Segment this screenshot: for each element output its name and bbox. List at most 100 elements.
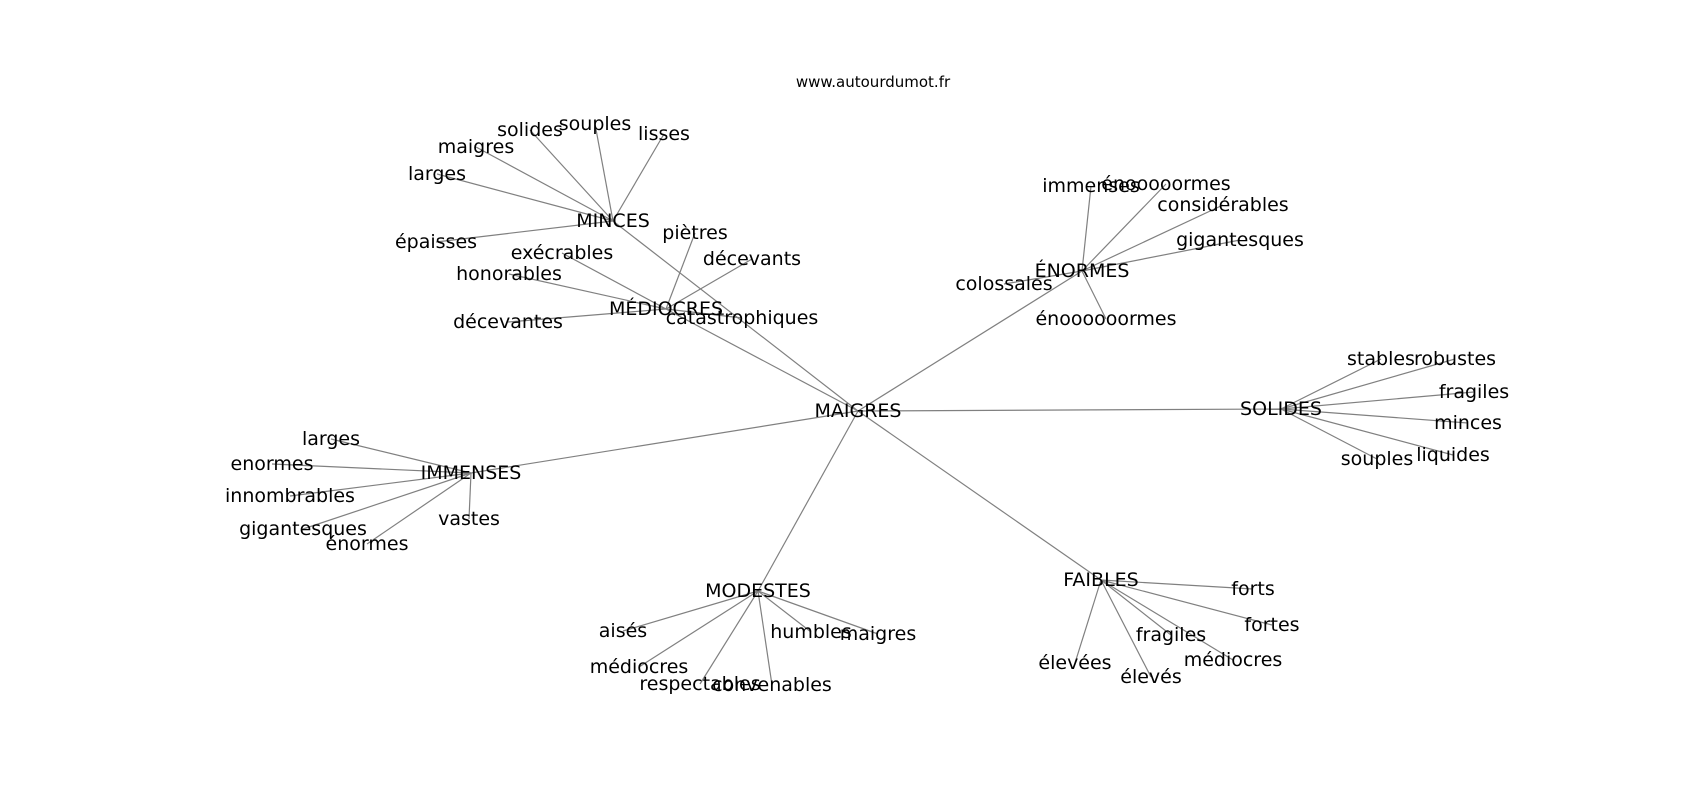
edge-center-to-hub: [665, 308, 859, 412]
edge-hub-to-leaf: [665, 308, 743, 319]
edge-hub-to-leaf: [1081, 185, 1092, 272]
edge-hub-to-leaf: [1081, 183, 1167, 272]
leaf-node-label[interactable]: considérables: [1157, 194, 1288, 216]
leaf-node-label[interactable]: piètres: [662, 222, 727, 244]
edge-center-to-hub: [757, 410, 859, 592]
edge-hub-to-leaf: [1081, 270, 1107, 320]
hub-node-label[interactable]: MODESTES: [705, 580, 811, 602]
leaf-node-label[interactable]: gigantesques: [239, 518, 367, 540]
leaf-node-label[interactable]: médiocres: [1184, 649, 1283, 671]
edge-center-to-hub: [857, 270, 1083, 412]
edge-hub-to-leaf: [561, 252, 667, 310]
edge-hub-to-leaf: [665, 232, 696, 310]
edge-hub-to-leaf: [302, 472, 472, 530]
edge-hub-to-leaf: [508, 273, 667, 310]
edge-hub-to-leaf: [1074, 579, 1102, 664]
edge-hub-to-leaf: [475, 146, 614, 222]
edge-hub-to-leaf: [665, 258, 753, 310]
leaf-node-label[interactable]: souples: [559, 113, 632, 135]
edge-hub-to-leaf: [366, 472, 472, 545]
hub-node-label[interactable]: ÉNORMES: [1035, 259, 1130, 282]
edge-hub-to-leaf: [436, 173, 614, 222]
edge-hub-to-leaf: [622, 590, 759, 632]
leaf-node-label[interactable]: énoooooormes: [1035, 308, 1176, 330]
leaf-node-label[interactable]: honorables: [456, 263, 562, 285]
leaf-node-label[interactable]: énooooormes: [1101, 173, 1230, 195]
edge-hub-to-leaf: [1280, 358, 1382, 410]
leaf-node-label[interactable]: vastes: [438, 508, 500, 530]
edge-hub-to-leaf: [1100, 579, 1254, 590]
leaf-node-label[interactable]: souples: [1341, 448, 1414, 470]
hub-node-label[interactable]: SOLIDES: [1240, 398, 1322, 420]
leaf-node-label[interactable]: lisses: [638, 123, 690, 145]
hub-node-label[interactable]: MÉDIOCRES: [609, 297, 723, 320]
leaf-node-label[interactable]: robustes: [1414, 348, 1496, 370]
edge-hub-to-leaf: [612, 133, 665, 222]
leaf-node-label[interactable]: gigantesques: [1176, 229, 1304, 251]
edge-hub-to-leaf: [529, 129, 614, 222]
edge-hub-to-leaf: [1100, 579, 1273, 626]
edge-hub-to-leaf: [289, 472, 472, 497]
edge-hub-to-leaf: [699, 590, 759, 685]
leaf-node-label[interactable]: larges: [302, 428, 360, 450]
hub-node-label[interactable]: IMMENSES: [421, 462, 522, 484]
edge-hub-to-leaf: [757, 590, 773, 686]
leaf-node-label[interactable]: décevants: [703, 248, 801, 270]
leaf-node-label[interactable]: décevantes: [453, 311, 563, 333]
leaf-node-label[interactable]: catastrophiques: [666, 307, 819, 329]
edge-center-to-hub: [857, 408, 1282, 412]
leaf-node-label[interactable]: fragiles: [1136, 624, 1206, 646]
leaf-node-label[interactable]: énormes: [326, 533, 409, 555]
leaf-node-label[interactable]: élevés: [1120, 666, 1182, 688]
leaf-node-label[interactable]: respectables: [639, 673, 760, 695]
edge-hub-to-leaf: [638, 590, 759, 668]
hub-node-label[interactable]: FAIBLES: [1063, 569, 1138, 591]
edge-hub-to-leaf: [1280, 408, 1469, 424]
leaf-node-label[interactable]: forts: [1231, 578, 1274, 600]
leaf-node-label[interactable]: immenses: [1042, 175, 1140, 197]
edge-hub-to-leaf: [757, 590, 812, 633]
edge-hub-to-leaf: [1081, 204, 1224, 272]
leaf-node-label[interactable]: stables: [1347, 348, 1415, 370]
leaf-node-label[interactable]: colossales: [955, 273, 1052, 295]
leaf-node-label[interactable]: enormes: [231, 453, 314, 475]
leaf-node-label[interactable]: minces: [1434, 412, 1502, 434]
leaf-node-label[interactable]: médiocres: [590, 656, 689, 678]
edge-hub-to-leaf: [594, 123, 614, 222]
edge-hub-to-leaf: [1003, 270, 1083, 285]
leaf-node-label[interactable]: solides: [497, 119, 563, 141]
edge-hub-to-leaf: [271, 463, 472, 474]
edge-center-to-hub: [612, 220, 859, 412]
edge-hub-to-leaf: [1081, 239, 1241, 272]
edge-hub-to-leaf: [1280, 358, 1456, 410]
leaf-node-label[interactable]: humbles: [770, 621, 852, 643]
edge-hub-to-leaf: [1100, 579, 1172, 636]
leaf-node-label[interactable]: fortes: [1244, 614, 1299, 636]
hub-node-label[interactable]: MINCES: [576, 210, 650, 232]
leaf-node-label[interactable]: aisés: [599, 620, 647, 642]
edge-layer: [271, 123, 1475, 686]
leaf-node-label[interactable]: larges: [408, 163, 466, 185]
site-watermark: www.autourdumot.fr: [796, 73, 951, 91]
edge-hub-to-leaf: [1280, 408, 1454, 456]
leaf-node-label[interactable]: liquides: [1416, 444, 1490, 466]
edge-hub-to-leaf: [1280, 408, 1378, 460]
edge-hub-to-leaf: [757, 590, 879, 635]
leaf-node-label[interactable]: élevées: [1038, 652, 1111, 674]
leaf-node-label[interactable]: innombrables: [225, 485, 355, 507]
edge-center-to-hub: [857, 410, 1102, 581]
edge-hub-to-leaf: [330, 438, 472, 474]
leaf-node-label[interactable]: exécrables: [511, 242, 614, 264]
center-node-label[interactable]: MAIGRES: [815, 400, 902, 422]
leaf-node-label[interactable]: fragiles: [1439, 381, 1509, 403]
leaf-node-label[interactable]: maigres: [840, 623, 916, 645]
leaf-node-label[interactable]: épaisses: [395, 231, 477, 253]
edge-hub-to-leaf: [1100, 579, 1152, 678]
leaf-node-label[interactable]: maigres: [438, 136, 514, 158]
edge-center-to-hub: [470, 410, 859, 474]
edge-hub-to-leaf: [1280, 391, 1475, 410]
leaf-node-label[interactable]: convenables: [712, 674, 832, 696]
